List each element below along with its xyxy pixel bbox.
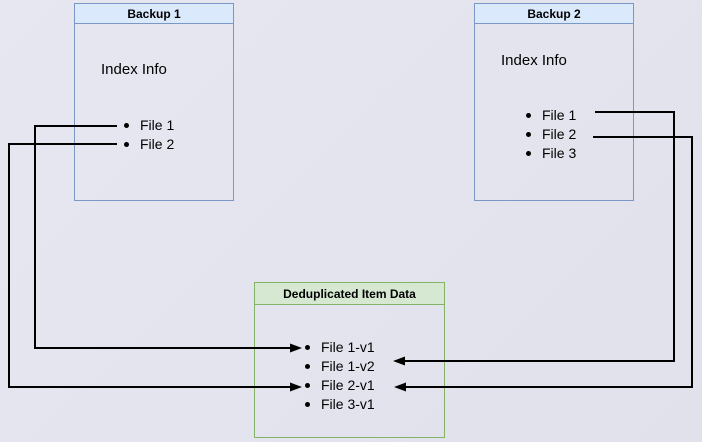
- dedup-title: Deduplicated Item Data: [255, 283, 444, 305]
- backup1-subtitle: Index Info: [101, 61, 167, 78]
- dedup-file-1-v2: File 1-v2: [305, 357, 375, 376]
- backup2-box: Backup 2 Index Info File 1 File 2 File 3: [474, 3, 634, 201]
- dedup-file-list: File 1-v1 File 1-v2 File 2-v1 File 3-v1: [305, 338, 375, 414]
- backup1-file-1: File 1: [124, 116, 174, 135]
- backup2-title: Backup 2: [475, 4, 633, 24]
- dedup-file-3-v1: File 3-v1: [305, 395, 375, 414]
- dedup-box: Deduplicated Item Data File 1-v1 File 1-…: [254, 282, 445, 438]
- backup2-subtitle: Index Info: [501, 52, 567, 69]
- backup2-file-3: File 3: [526, 144, 576, 163]
- backup2-file-1: File 1: [526, 106, 576, 125]
- backup1-title: Backup 1: [75, 4, 233, 24]
- backup2-file-2: File 2: [526, 125, 576, 144]
- backup1-box: Backup 1 Index Info File 1 File 2: [74, 3, 234, 201]
- backup2-file-list: File 1 File 2 File 3: [526, 106, 576, 163]
- dedup-file-1-v1: File 1-v1: [305, 338, 375, 357]
- dedup-file-2-v1: File 2-v1: [305, 376, 375, 395]
- backup1-file-2: File 2: [124, 135, 174, 154]
- backup1-file-list: File 1 File 2: [124, 116, 174, 154]
